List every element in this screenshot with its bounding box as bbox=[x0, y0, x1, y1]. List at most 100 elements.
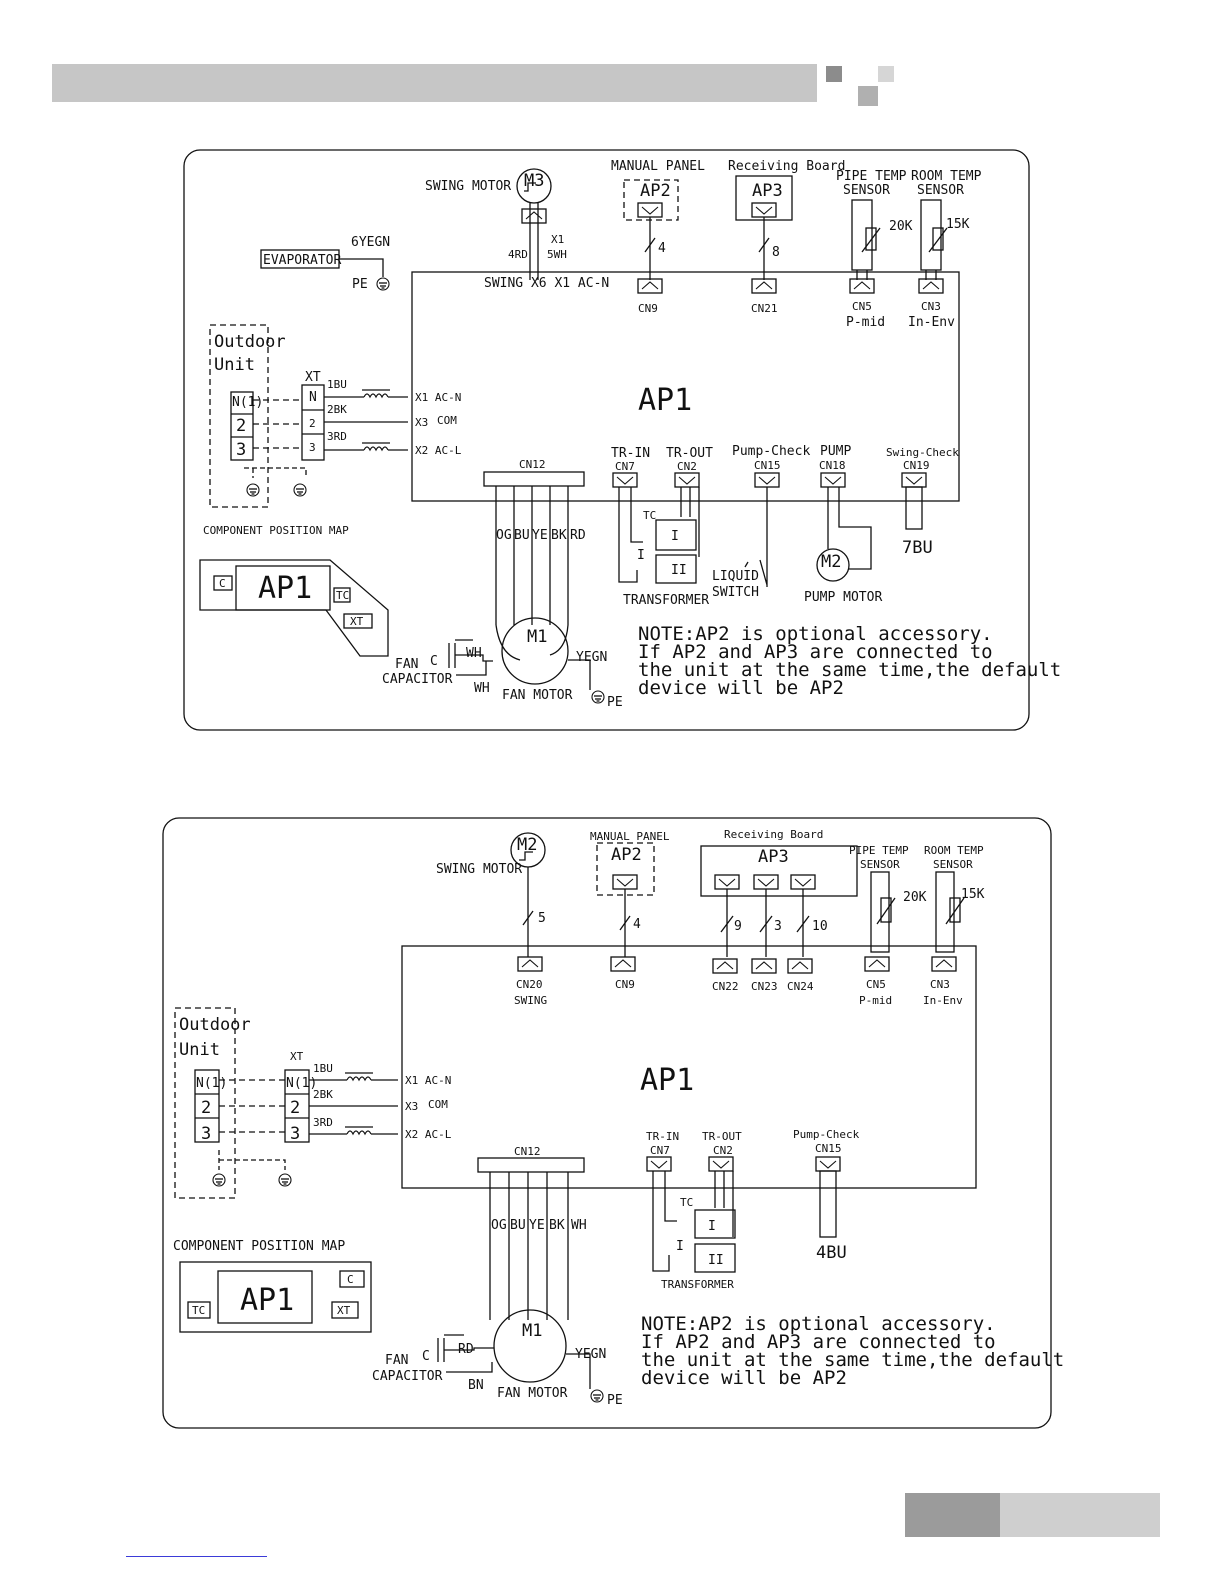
xt-terminal-3: 3 bbox=[309, 441, 316, 454]
wire-5wh-label: 5WH bbox=[547, 248, 567, 261]
wire-count-4: 4 bbox=[658, 241, 666, 256]
room-temp-sensor-2 bbox=[935, 871, 955, 953]
component-map-label-2: COMPONENT POSITION MAP bbox=[173, 1239, 345, 1254]
cn24-label: CN24 bbox=[787, 980, 814, 993]
cn15-label-2: CN15 bbox=[815, 1142, 842, 1155]
header-square bbox=[878, 66, 894, 82]
terminal-3: 3 bbox=[236, 440, 246, 460]
cn7-label-2: CN7 bbox=[650, 1144, 670, 1157]
footer-bar-light bbox=[1000, 1493, 1160, 1537]
outdoor-unit-2 bbox=[174, 1007, 236, 1199]
map-ap1-label: AP1 bbox=[258, 571, 312, 606]
winding-primary-label: I bbox=[637, 548, 645, 563]
cn9-connector-2 bbox=[610, 956, 636, 972]
cn2-connector bbox=[674, 472, 700, 488]
m2-label: M2 bbox=[821, 552, 841, 572]
x1-ac-n-label: X1 AC-N bbox=[415, 391, 461, 404]
m1-fan-motor-circle bbox=[501, 617, 569, 685]
diagram-1-frame bbox=[183, 149, 1030, 731]
ap1-label-2: AP1 bbox=[640, 1063, 694, 1098]
m1-label: M1 bbox=[527, 627, 547, 647]
transformer-label-2: TRANSFORMER bbox=[661, 1278, 734, 1291]
resistance-15k-2: 15K bbox=[961, 887, 985, 902]
ap3-label-2: AP3 bbox=[758, 847, 789, 867]
p-mid-label: P-mid bbox=[846, 315, 885, 330]
cn21-label: CN21 bbox=[751, 302, 778, 315]
note-line-2-2: If AP2 and AP3 are connected to bbox=[641, 1331, 996, 1353]
resistance-20k: 20K bbox=[889, 219, 913, 234]
pump-motor-label: PUMP MOTOR bbox=[804, 590, 882, 605]
room-temp-label-2: ROOM TEMP bbox=[924, 844, 984, 857]
xt-terminal-3-2: 3 bbox=[290, 1124, 300, 1144]
capacitor-label: CAPACITOR bbox=[382, 672, 453, 687]
winding-1-label: I bbox=[671, 529, 679, 544]
cn9-connector bbox=[637, 278, 663, 294]
room-temp-label: ROOM TEMP bbox=[911, 169, 982, 184]
pipe-temp-label-2: PIPE TEMP bbox=[849, 844, 909, 857]
cn21-connector bbox=[751, 278, 777, 294]
wire-og-label-2: OG bbox=[491, 1218, 507, 1233]
wire-count-3: 3 bbox=[774, 919, 782, 934]
note-line-1-2: NOTE:AP2 is optional accessory. bbox=[641, 1313, 996, 1335]
outdoor-label-2: Outdoor bbox=[179, 1015, 251, 1035]
cn23-label: CN23 bbox=[751, 980, 778, 993]
terminal-n1-2: N(1) bbox=[196, 1076, 227, 1091]
swing-motor-label-2: SWING MOTOR bbox=[436, 862, 522, 877]
cn15-connector-2 bbox=[815, 1156, 841, 1172]
pipe-temp-label: PIPE TEMP bbox=[836, 169, 907, 184]
m3-symbol bbox=[524, 182, 536, 192]
capacitor-c-label-2: C bbox=[422, 1349, 430, 1364]
m1-label-2: M1 bbox=[522, 1321, 542, 1341]
cn20-connector bbox=[517, 956, 543, 972]
x2-ac-l-label-2: X2 AC-L bbox=[405, 1128, 452, 1141]
wire-bn-label: BN bbox=[468, 1378, 484, 1393]
wire-4bu-label: 4BU bbox=[816, 1243, 847, 1263]
note-line-3: the unit at the same time,the default bbox=[638, 659, 1061, 681]
ap2-panel-2 bbox=[596, 842, 655, 896]
cn12-label: CN12 bbox=[519, 458, 546, 471]
transformer-label: TRANSFORMER bbox=[623, 593, 709, 608]
wire-rd-label: RD bbox=[570, 528, 586, 543]
xt-terminal-2: 2 bbox=[309, 417, 316, 430]
pe-label: PE bbox=[352, 277, 368, 292]
ap2-panel bbox=[623, 179, 679, 221]
winding-2-label-2: II bbox=[708, 1253, 724, 1268]
wire-2bk-label: 2BK bbox=[327, 403, 347, 416]
room-temp-sensor bbox=[920, 199, 942, 271]
pump-motor-circle bbox=[816, 548, 850, 582]
xt-label: XT bbox=[305, 370, 321, 385]
yegn-label-2: YEGN bbox=[575, 1347, 606, 1362]
wire-og-label: OG bbox=[496, 528, 512, 543]
x2-ac-l-label: X2 AC-L bbox=[415, 444, 462, 457]
receiving-board-label-2: Receiving Board bbox=[724, 828, 823, 841]
wire-count-10: 10 bbox=[812, 919, 828, 934]
com-label: COM bbox=[437, 414, 457, 427]
wire-rd-label-d2: RD bbox=[458, 1342, 474, 1357]
in-env-label-2: In-Env bbox=[923, 994, 963, 1007]
ap2-label-2: AP2 bbox=[611, 845, 642, 865]
x3-label-2: X3 bbox=[405, 1100, 418, 1113]
outdoor-label: Outdoor bbox=[214, 332, 286, 352]
m3-label: M3 bbox=[524, 171, 544, 191]
wire-1bu-label: 1BU bbox=[327, 378, 347, 391]
x1-connector bbox=[521, 208, 547, 224]
receiving-board-label: Receiving Board bbox=[728, 159, 845, 174]
pump-label: PUMP bbox=[820, 444, 851, 459]
cn7-label: CN7 bbox=[615, 460, 635, 473]
component-map-1 bbox=[199, 559, 389, 657]
cn2-connector-2 bbox=[708, 1156, 734, 1172]
wire-count-5: 5 bbox=[538, 911, 546, 926]
wire-bk-label: BK bbox=[551, 528, 567, 543]
terminal-2-2: 2 bbox=[201, 1098, 211, 1118]
cn5-connector bbox=[849, 278, 875, 294]
cn24-connector bbox=[787, 958, 813, 974]
wire-ye-label-2: YE bbox=[529, 1218, 545, 1233]
header-bar bbox=[52, 64, 817, 102]
evaporator-label: EVAPORATOR bbox=[263, 253, 341, 268]
header-square bbox=[858, 86, 878, 106]
m3-motor-circle bbox=[516, 168, 552, 204]
map-ap1-label-2: AP1 bbox=[240, 1283, 294, 1318]
diagram-2-frame bbox=[162, 817, 1052, 1429]
footer-link-underline[interactable] bbox=[126, 1556, 267, 1557]
cn19-connector bbox=[901, 472, 927, 488]
